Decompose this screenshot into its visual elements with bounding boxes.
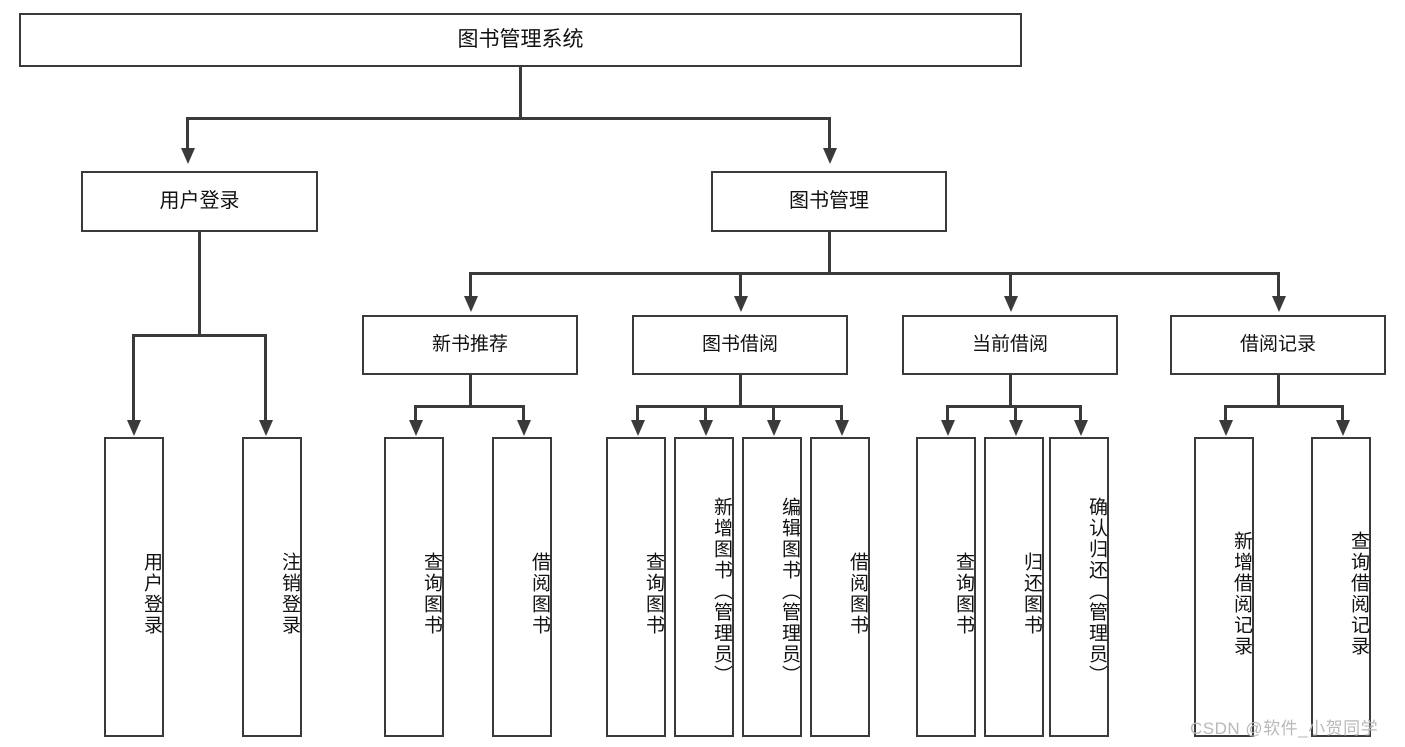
connector-nbr-drop-1: [414, 405, 417, 421]
arrowhead-bb-leaf-2: [699, 420, 713, 436]
node-current-borrow[interactable]: 当前借阅: [902, 315, 1118, 375]
connector-bb-drop-3: [772, 405, 775, 421]
connector-nbr-drop-2: [522, 405, 525, 421]
node-book-borrow[interactable]: 图书借阅: [632, 315, 848, 375]
connector-bb-drop-4: [840, 405, 843, 421]
arrowhead-leaf-user-login: [127, 420, 141, 436]
connector-bb-stem: [739, 375, 742, 407]
connector-root-to-book-manage: [828, 117, 831, 149]
leaf-borrow-book[interactable]: 借阅图书: [810, 437, 870, 737]
connector-user-login-drop-1: [132, 334, 135, 421]
arrowhead-nbr-leaf-1: [409, 420, 423, 436]
connector-cb-drop-2: [1014, 405, 1017, 421]
arrowhead-user-login: [181, 148, 195, 164]
leaf-edit-book-admin[interactable]: 编辑图书（管理员）: [742, 437, 802, 737]
arrowhead-nbr-leaf-2: [517, 420, 531, 436]
leaf-query-book-borrow[interactable]: 查询图书: [606, 437, 666, 737]
arrowhead-br-leaf-2: [1336, 420, 1350, 436]
leaf-query-book-current[interactable]: 查询图书: [916, 437, 976, 737]
leaf-borrow-book-recommend[interactable]: 借阅图书: [492, 437, 552, 737]
connector-book-manage-bus: [470, 272, 1280, 275]
arrowhead-cb-leaf-2: [1009, 420, 1023, 436]
connector-bm-drop-3: [1009, 272, 1012, 297]
connector-user-login-drop-2: [264, 334, 267, 421]
leaf-confirm-return-admin[interactable]: 确认归还（管理员）: [1049, 437, 1109, 737]
arrowhead-book-borrow: [734, 296, 748, 312]
node-book-management[interactable]: 图书管理: [711, 171, 947, 232]
connector-bb-drop-1: [636, 405, 639, 421]
node-root-system[interactable]: 图书管理系统: [19, 13, 1022, 67]
arrowhead-bb-leaf-4: [835, 420, 849, 436]
connector-nbr-bus: [415, 405, 525, 408]
leaf-user-login[interactable]: 用户登录: [104, 437, 164, 737]
node-user-login[interactable]: 用户登录: [81, 171, 318, 232]
leaf-add-book-admin[interactable]: 新增图书（管理员）: [674, 437, 734, 737]
connector-bb-bus: [637, 405, 842, 408]
node-new-book-recommend[interactable]: 新书推荐: [362, 315, 578, 375]
connector-br-bus: [1225, 405, 1343, 408]
leaf-query-book-recommend[interactable]: 查询图书: [384, 437, 444, 737]
leaf-query-borrow-record[interactable]: 查询借阅记录: [1311, 437, 1371, 737]
connector-root-stem: [519, 67, 522, 119]
connector-root-to-user-login: [186, 117, 189, 149]
connector-book-manage-stem: [828, 232, 831, 274]
leaf-logout[interactable]: 注销登录: [242, 437, 302, 737]
arrowhead-bb-leaf-3: [767, 420, 781, 436]
connector-br-stem: [1277, 375, 1280, 407]
arrowhead-br-leaf-1: [1219, 420, 1233, 436]
connector-bm-drop-1: [469, 272, 472, 297]
node-borrow-record[interactable]: 借阅记录: [1170, 315, 1386, 375]
arrowhead-bb-leaf-1: [631, 420, 645, 436]
arrowhead-leaf-logout: [259, 420, 273, 436]
connector-bb-drop-2: [704, 405, 707, 421]
connector-bm-drop-4: [1277, 272, 1280, 297]
connector-root-bus: [187, 117, 831, 120]
connector-br-drop-1: [1224, 405, 1227, 421]
arrowhead-book-manage: [823, 148, 837, 164]
arrowhead-new-book-recommend: [464, 296, 478, 312]
connector-bm-drop-2: [739, 272, 742, 297]
connector-cb-drop-3: [1079, 405, 1082, 421]
arrowhead-borrow-record: [1272, 296, 1286, 312]
arrowhead-current-borrow: [1004, 296, 1018, 312]
connector-cb-drop-1: [946, 405, 949, 421]
connector-cb-stem: [1009, 375, 1012, 407]
arrowhead-cb-leaf-3: [1074, 420, 1088, 436]
leaf-add-borrow-record[interactable]: 新增借阅记录: [1194, 437, 1254, 737]
connector-br-drop-2: [1341, 405, 1344, 421]
leaf-return-book[interactable]: 归还图书: [984, 437, 1044, 737]
connector-nbr-stem: [469, 375, 472, 407]
arrowhead-cb-leaf-1: [941, 420, 955, 436]
connector-user-login-stem: [198, 232, 201, 336]
connector-user-login-bus: [133, 334, 266, 337]
